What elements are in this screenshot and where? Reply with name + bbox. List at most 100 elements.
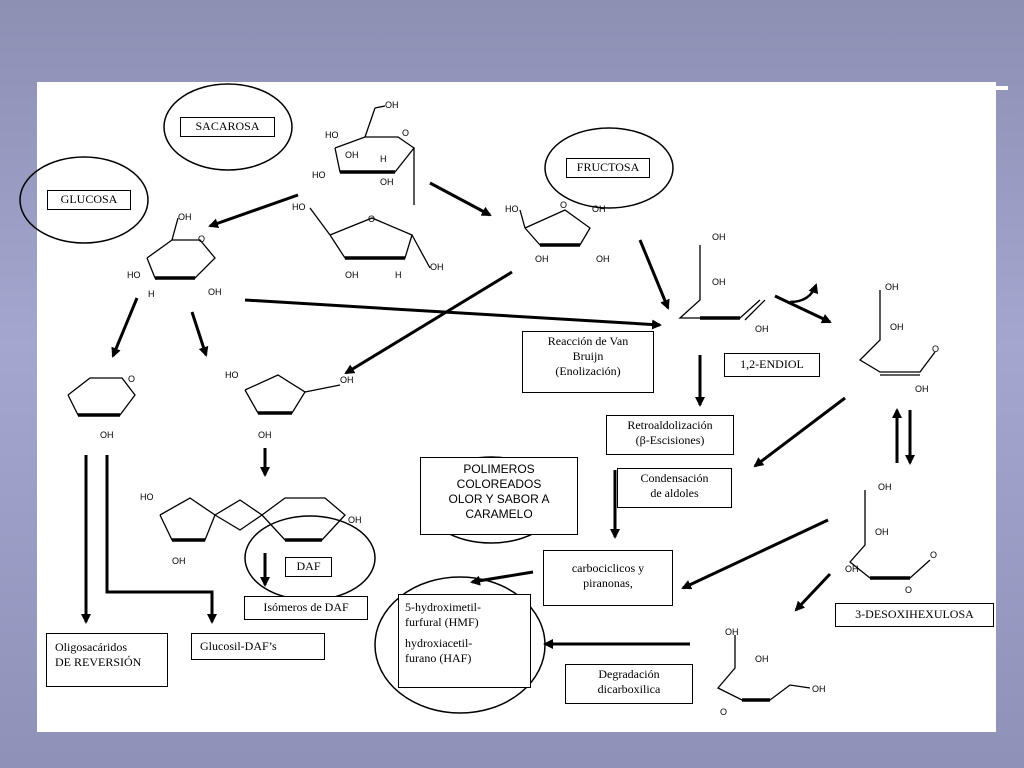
arrow-glucosa-endiol <box>244 298 662 330</box>
atom-label: HO <box>505 204 519 214</box>
haf-line2: furano (HAF) <box>405 651 472 665</box>
daf-label: DAF <box>285 557 332 577</box>
retro-line1: Retroaldolización <box>627 418 713 432</box>
ene-structure <box>858 290 936 376</box>
atom-label: OH <box>208 287 222 297</box>
atom-label: OH <box>348 515 362 525</box>
carbo-line2: piranonas, <box>583 576 633 590</box>
atom-label: OH <box>430 262 444 272</box>
polimeros-line3: OLOR Y SABOR A <box>448 492 550 506</box>
sacarosa-circle <box>163 83 293 171</box>
atom-label: HO <box>292 202 306 212</box>
atom-label: OH <box>845 564 859 574</box>
arrow-desoxi-deg <box>794 572 832 612</box>
atom-label: O <box>128 374 135 384</box>
arrow-sacarosa-fructosa <box>429 181 492 217</box>
hmf-line1: 5-hydroximetil- <box>405 600 481 614</box>
hmf-line2: furfural (HMF) <box>405 615 479 629</box>
retro-box: Retroaldolización (β-Escisiones) <box>606 415 734 455</box>
atom-label: OH <box>345 270 359 280</box>
atom-label: OH <box>596 254 610 264</box>
endiol-structure <box>678 245 766 321</box>
atom-label: OH <box>712 277 726 287</box>
van-bruijn-line1: Reacción de Van <box>547 334 629 348</box>
atom-label: OH <box>535 254 549 264</box>
atom-label: OH <box>890 322 904 332</box>
atom-label: O <box>560 200 567 210</box>
atom-labels: OH HO O OH H HO OH HO O OH H OH OH O HO … <box>100 100 939 717</box>
van-bruijn-box: Reacción de Van Bruijn (Enolización) <box>522 331 654 393</box>
atom-label: O <box>930 550 937 560</box>
van-bruijn-line3: (Enolización) <box>555 364 621 378</box>
arrow-desoxi-carbo <box>681 518 829 590</box>
atom-label: OH <box>725 627 739 637</box>
atom-label: OH <box>258 430 272 440</box>
degrad-line1: Degradación <box>598 667 660 681</box>
atom-label: OH <box>878 482 892 492</box>
polimeros-line4: CARAMELO <box>465 507 533 521</box>
condens-line1: Condensación <box>640 471 709 485</box>
condens-box: Condensación de aldoles <box>617 468 732 508</box>
sucrose-glucose-ring <box>334 105 415 205</box>
glucosil-label: Glucosil-DAF’s <box>191 633 325 660</box>
glucose-ring <box>146 217 216 280</box>
atom-label: HO <box>312 170 326 180</box>
arrow-curved-up <box>789 283 819 304</box>
atom-label: OH <box>178 212 192 222</box>
atom-label: O <box>932 344 939 354</box>
atom-label: HO <box>325 130 339 140</box>
arrow-fructosa-furan <box>344 270 513 375</box>
atom-label: H <box>148 289 155 299</box>
arrow-glucosa-pyran <box>111 297 139 358</box>
slide-accent-bar <box>994 86 1008 90</box>
dicarbonyl-structure <box>716 635 811 702</box>
atom-label: OH <box>875 527 889 537</box>
atom-label: OH <box>812 684 826 694</box>
sacarosa-label: SACAROSA <box>180 117 275 137</box>
atom-label: OH <box>380 177 394 187</box>
atom-label: O <box>368 214 375 224</box>
polimeros-line1: POLIMEROS <box>463 462 535 476</box>
atom-label: OH <box>592 204 606 214</box>
condens-line2: de aldoles <box>650 486 699 500</box>
atom-label: OH <box>712 232 726 242</box>
anhydro-furanose-ring <box>244 374 341 415</box>
atom-label: OH <box>885 282 899 292</box>
polimeros-line2: COLOREADOS <box>456 477 542 491</box>
arrow-glucosa-furan <box>190 311 209 357</box>
fructosa-circle <box>544 127 674 209</box>
atom-label: OH <box>345 150 359 160</box>
carbo-box: carbociclicos y piranonas, <box>543 550 673 606</box>
atom-label: OH <box>915 384 929 394</box>
oligo-box: Oligosacáridos DE REVERSIÓN <box>46 633 168 687</box>
atom-label: HO <box>225 370 239 380</box>
isomeros-label: Isómeros de DAF <box>244 596 368 620</box>
arrow-fructosa-endiol <box>638 239 670 310</box>
degrad-line2: dicarboxilica <box>597 682 661 696</box>
desoxi-label: 3-DESOXIHEXULOSA <box>835 603 994 627</box>
hmf-box: 5-hydroximetil- furfural (HMF) hydroxiac… <box>398 594 531 688</box>
atom-label: O <box>720 707 727 717</box>
atom-label: OH <box>755 324 769 334</box>
polimeros-box: POLIMEROS COLOREADOS OLOR Y SABOR A CARA… <box>420 457 578 535</box>
glucosa-circle <box>19 156 149 244</box>
atom-label: OH <box>172 556 186 566</box>
sucrose-fructose-ring <box>309 207 431 269</box>
degrad-box: Degradación dicarboxilica <box>565 664 693 704</box>
van-bruijn-line2: Bruijn <box>572 349 604 363</box>
atom-label: O <box>905 585 912 595</box>
atom-label: HO <box>127 270 141 280</box>
glucosa-label: GLUCOSA <box>47 190 131 210</box>
atom-label: OH <box>385 100 399 110</box>
anhydro-pyranose-ring <box>67 377 136 417</box>
oligo-line1: Oligosacáridos <box>55 640 127 654</box>
atom-label: H <box>395 270 402 280</box>
atom-label: H <box>380 154 387 164</box>
atom-label: O <box>402 128 409 138</box>
desoxihexulosa-structure <box>849 490 931 580</box>
arrow-ene-condens <box>753 396 846 468</box>
oligo-line2: DE REVERSIÓN <box>55 655 142 669</box>
fructosa-label: FRUCTOSA <box>566 158 650 178</box>
atom-label: HO <box>140 492 154 502</box>
